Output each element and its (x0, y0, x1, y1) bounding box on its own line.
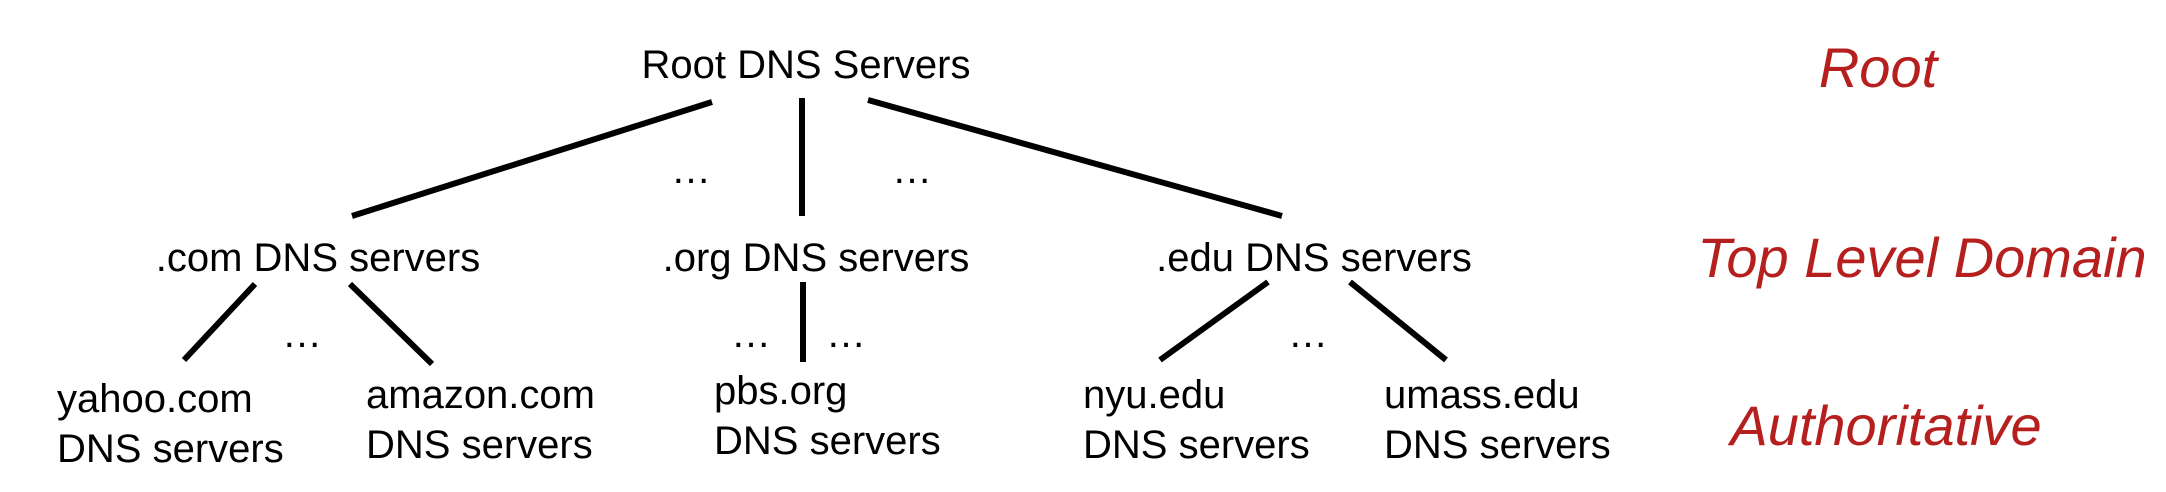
edge-com-to-amazon (347, 281, 435, 367)
yahoo-dns-servers-label: yahoo.com DNS servers (57, 374, 284, 474)
umass-line2: DNS servers (1384, 423, 1611, 467)
edge-edu-to-nyu (1158, 279, 1270, 363)
edge-com-to-yahoo (181, 281, 258, 363)
nyu-dns-servers-label: nyu.edu DNS servers (1083, 370, 1310, 470)
root-dns-servers-label: Root DNS Servers (641, 43, 971, 87)
org-dns-servers-label: .org DNS servers (662, 236, 970, 280)
ellipsis-root-right: … (892, 148, 932, 192)
ellipsis-org-left: … (731, 312, 771, 356)
yahoo-line2: DNS servers (57, 427, 284, 471)
level-label-tld: Top Level Domain (1697, 226, 2147, 289)
edge-root-to-edu (867, 97, 1283, 219)
amazon-line2: DNS servers (366, 423, 593, 467)
yahoo-line1: yahoo.com (57, 377, 253, 421)
level-label-authoritative: Authoritative (1730, 394, 2042, 457)
pbs-dns-servers-label: pbs.org DNS servers (714, 366, 941, 466)
pbs-line1: pbs.org (714, 369, 848, 413)
nyu-line1: nyu.edu (1083, 373, 1226, 417)
umass-dns-servers-label: umass.edu DNS servers (1384, 370, 1611, 470)
pbs-line2: DNS servers (714, 419, 941, 463)
ellipsis-edu: … (1288, 312, 1328, 356)
ellipsis-org-right: … (826, 312, 866, 356)
amazon-line1: amazon.com (366, 373, 595, 417)
edu-dns-servers-label: .edu DNS servers (1156, 236, 1472, 280)
amazon-dns-servers-label: amazon.com DNS servers (366, 370, 595, 470)
edge-edu-to-umass (1348, 279, 1448, 363)
level-label-root: Root (1818, 36, 1938, 99)
ellipsis-com: … (282, 312, 322, 356)
edge-root-to-com (351, 99, 713, 219)
ellipsis-root-left: … (671, 148, 711, 192)
nyu-line2: DNS servers (1083, 423, 1310, 467)
com-dns-servers-label: .com DNS servers (155, 236, 481, 280)
umass-line1: umass.edu (1384, 373, 1580, 417)
